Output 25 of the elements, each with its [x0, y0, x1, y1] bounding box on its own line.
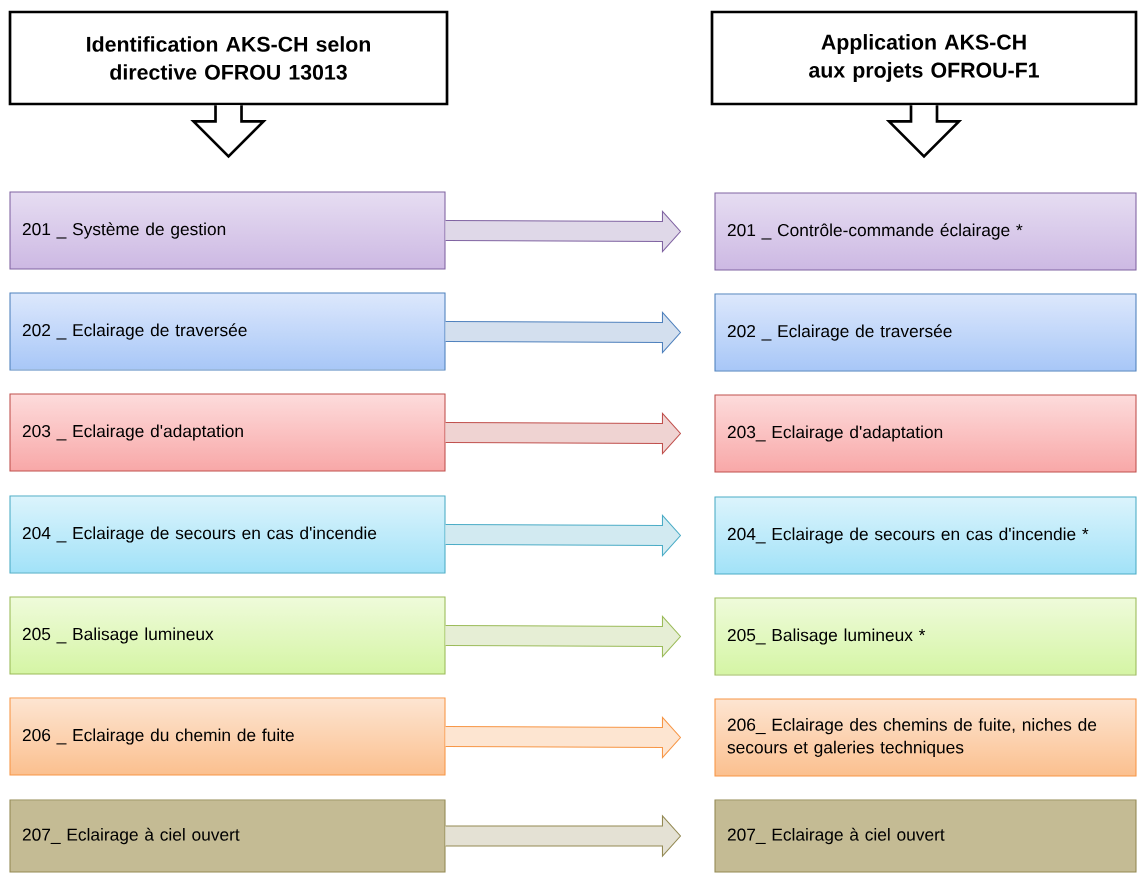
process-box: 207_ Eclairage à ciel ouvert: [9, 799, 446, 873]
arrow: [445, 210, 682, 253]
process-box: 205_ Balisage lumineux *: [714, 597, 1137, 676]
process-box: 207_ Eclairage à ciel ouvert: [714, 799, 1137, 873]
arrow: [445, 716, 682, 759]
process-box: 201 _ Contrôle-commande éclairage *: [714, 192, 1137, 271]
arrow: [190, 104, 267, 159]
arrow: [445, 814, 682, 858]
heading-callout: Identification AKS-CH selon directive OFROU 13013: [8, 10, 449, 106]
process-box: 204_ Eclairage de secours en cas d'incendie *: [714, 496, 1137, 575]
arrow: [445, 615, 682, 658]
process-box: 206_ Eclairage des chemins de fuite, niches de secours et galeries techniques: [714, 698, 1137, 777]
process-box: 202 _ Eclairage de traversée: [9, 292, 446, 371]
process-box: 203_ Eclairage d'adaptation: [714, 394, 1137, 473]
process-box: 201 _ Système de gestion: [9, 191, 446, 270]
heading-callout: Application AKS-CH aux projets OFROU-F1: [710, 10, 1138, 106]
arrow: [445, 311, 682, 354]
arrow: [445, 514, 682, 557]
process-box: 204 _ Eclairage de secours en cas d'incendie: [9, 495, 446, 574]
process-box: 203 _ Eclairage d'adaptation: [9, 393, 446, 472]
process-box: 206 _ Eclairage du chemin de fuite: [9, 697, 446, 776]
arrow: [445, 412, 682, 455]
process-box: 205 _ Balisage lumineux: [9, 596, 446, 675]
process-box: 202 _ Eclairage de traversée: [714, 293, 1137, 372]
arrow: [885, 104, 963, 159]
